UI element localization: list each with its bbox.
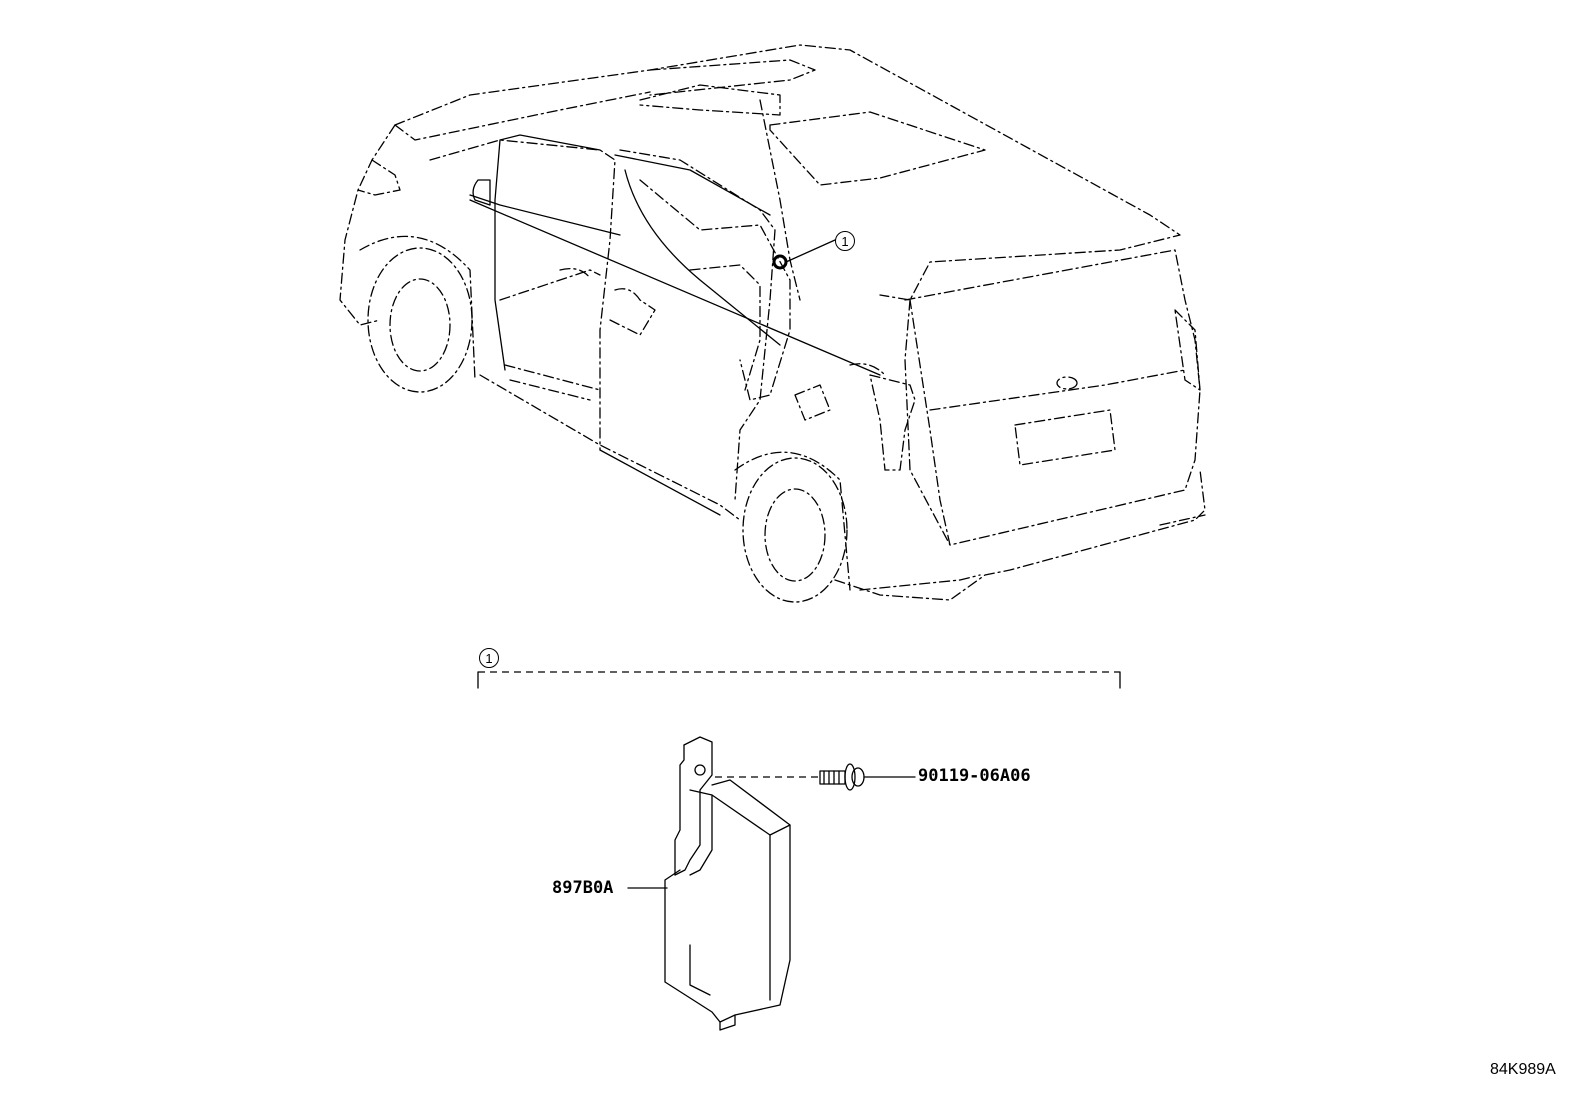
- vehicle-illustration: [339, 44, 1206, 603]
- vehicle-fuel-door: [794, 384, 831, 421]
- vehicle-rear-emblem: [1056, 376, 1078, 390]
- vehicle-rear-bumper: [834, 469, 1206, 601]
- vehicle-sliding-door: [619, 149, 776, 501]
- vehicle-roof: [394, 44, 1181, 301]
- group-callout: 1: [479, 648, 499, 668]
- vehicle-rear-hatch: [904, 249, 1201, 546]
- vehicle-callout: 1: [835, 231, 855, 251]
- ecu-module-illustration: [664, 736, 820, 1031]
- vehicle-callout-leader: [785, 239, 836, 263]
- ecu-part-number[interactable]: 897B0A: [552, 878, 614, 898]
- group-bracket: [477, 671, 1121, 689]
- vehicle-sunroof: [769, 111, 986, 186]
- vehicle-front-wheel: [367, 247, 473, 393]
- vehicle-taillight: [869, 374, 916, 471]
- bolt-illustration: [819, 763, 916, 791]
- vehicle-rear-wheel: [742, 457, 848, 603]
- vehicle-front: [339, 124, 396, 326]
- diagram-code: 84K989A: [1490, 1061, 1556, 1078]
- bolt-part-number[interactable]: 90119-06A06: [918, 766, 1031, 786]
- vehicle-front-door-opening: [429, 139, 616, 451]
